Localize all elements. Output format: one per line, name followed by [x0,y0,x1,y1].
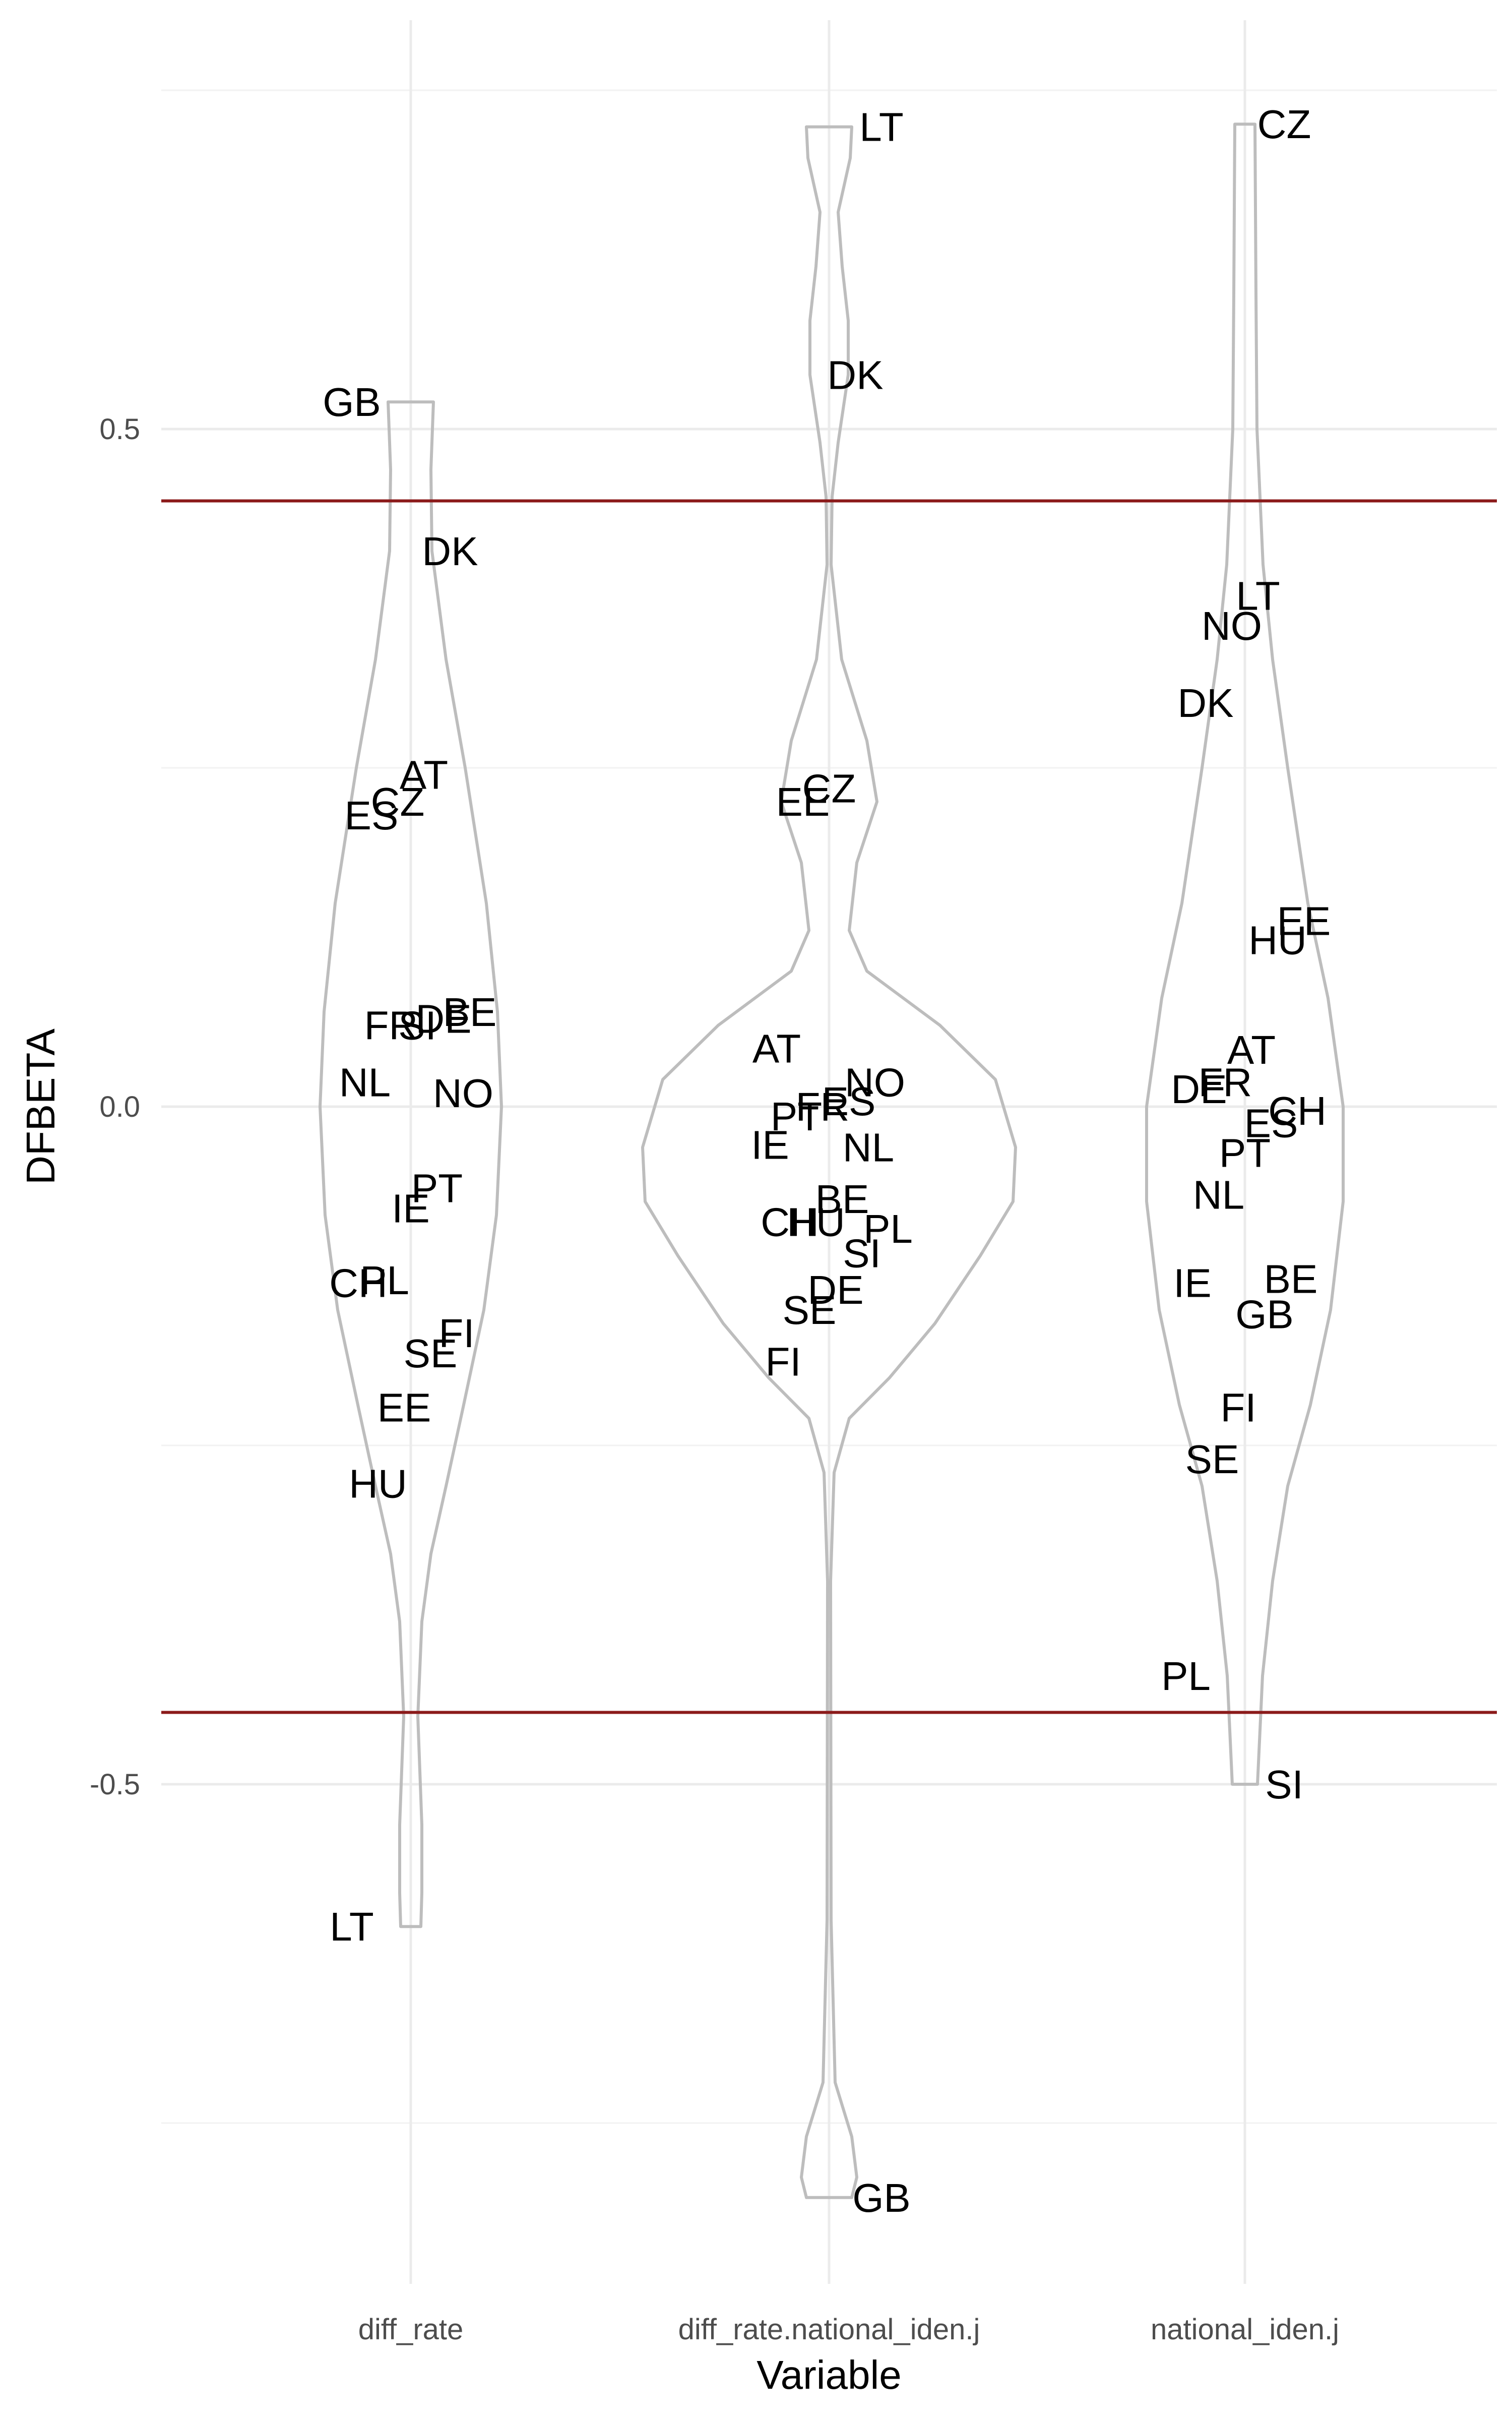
point-label: SE [1185,1437,1239,1482]
x-tick-label: national_iden.j [1151,2313,1339,2346]
point-label: HU [787,1199,845,1244]
point-label: CZ [371,779,425,824]
violin-national_iden.j [1145,123,1345,1786]
point-label: AT [752,1026,801,1071]
point-label: SI [843,1231,881,1276]
point-label: SE [783,1288,837,1333]
point-label: NO [845,1060,905,1105]
violin-diff_rate.national_iden.j [641,125,1017,2199]
reference-lines [161,499,1497,1714]
point-label: CZ [1257,102,1311,147]
point-label: GB [323,380,381,425]
x-axis-ticks: diff_rate diff_rate.national_iden.j nation… [358,2313,1339,2346]
point-label: SE [404,1331,458,1376]
point-label: AT [1227,1027,1276,1072]
point-label: BE [1264,1256,1318,1301]
point-label: DE [807,1267,863,1312]
point-label: BE [815,1177,869,1222]
x-tick-label: diff_rate.national_iden.j [678,2313,980,2346]
point-label: GB [852,2175,911,2220]
point-label: IE [392,1186,430,1231]
y-tick-label: 0.5 [99,413,140,446]
point-label: DK [1177,681,1233,725]
point-label: ES [822,1079,876,1124]
point-label: IE [751,1122,789,1167]
point-label: DE [415,996,471,1041]
point-label: CH [1268,1088,1327,1133]
point-label: DK [422,529,478,574]
point-label: NL [843,1125,894,1170]
point-label: PL [1161,1654,1211,1699]
point-label: CH [761,1199,819,1244]
point-label: NO [1202,603,1262,648]
point-label: SI [1265,1762,1303,1807]
point-label: EE [377,1385,431,1430]
point-label: FI [765,1339,801,1384]
point-label: FR [364,1003,418,1048]
point-label: DE [1171,1067,1227,1112]
point-label: ES [1244,1101,1298,1145]
point-label: CH [329,1260,388,1305]
point-label: PL [863,1206,913,1251]
x-axis-title: Variable [757,2352,902,2397]
point-label: FR [1199,1060,1252,1105]
point-label: SI [398,1003,436,1048]
point-label: EE [776,779,830,824]
point-label: NO [433,1071,493,1116]
y-axis-ticks: 0.5 0.0 -0.5 [90,413,140,1801]
point-label: LT [1236,574,1280,619]
point-label: BE [443,990,497,1035]
point-label: PT [1219,1130,1271,1175]
point-label: DK [827,352,883,397]
point-label: HU [349,1461,407,1506]
point-label: PT [771,1094,822,1139]
point-label: AT [400,752,448,797]
violins [319,123,1345,2199]
point-label: LT [859,105,903,150]
point-label: IE [1173,1260,1212,1305]
x-tick-label: diff_rate [358,2313,464,2346]
violin-diff_rate [319,400,503,1928]
point-label: NL [339,1060,391,1105]
y-tick-label: 0.0 [99,1091,140,1123]
point-label: FR [796,1084,850,1129]
point-label: FI [1220,1385,1256,1430]
point-label: ES [345,793,399,838]
point-label: NL [1193,1173,1244,1218]
y-tick-label: -0.5 [90,1768,140,1801]
point-label: EE [1277,899,1331,944]
y-axis-title: DFBETA [18,1028,63,1185]
grid [161,20,1497,2284]
point-label: LT [330,1904,373,1949]
point-label: HU [1248,918,1307,962]
point-label: PT [411,1166,463,1211]
point-label: CZ [802,766,856,811]
point-label: GB [1235,1292,1294,1337]
point-label: FI [438,1311,474,1356]
point-label: PL [360,1258,409,1303]
